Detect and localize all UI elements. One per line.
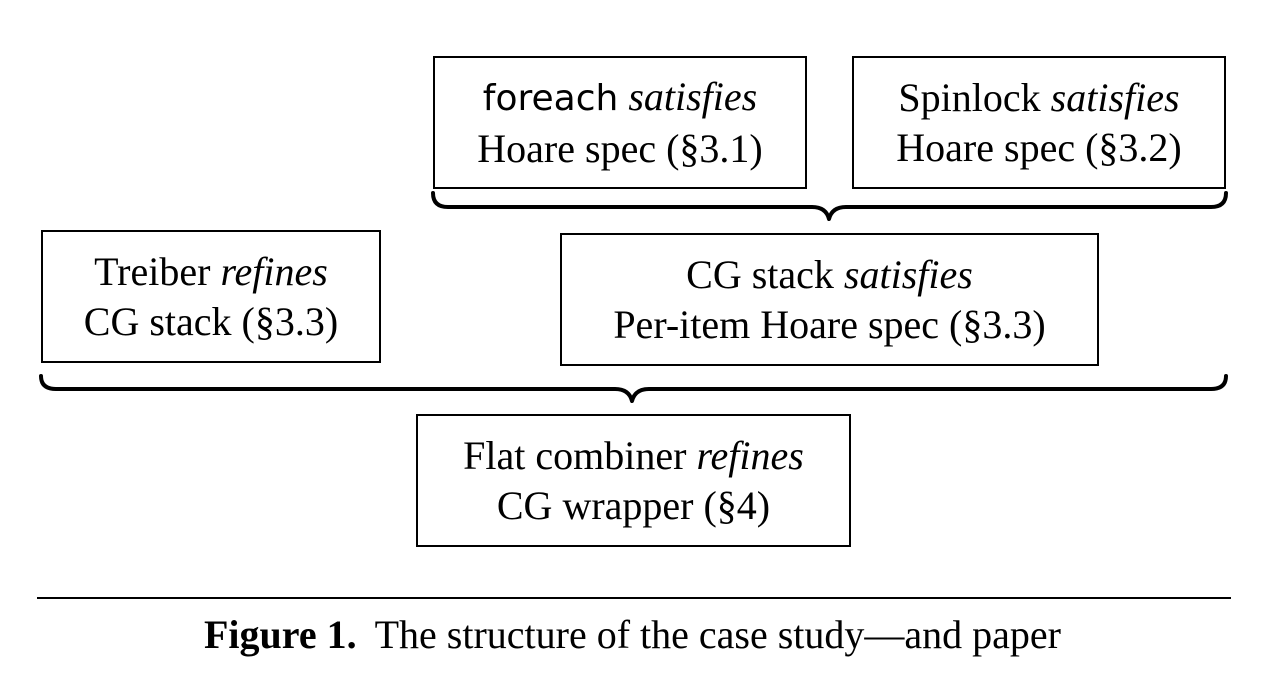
cg-stack-node-subject: CG stack	[686, 251, 834, 297]
flat-combiner-node: Flat combiner refines CG wrapper (§4)	[416, 414, 851, 547]
caption-divider	[37, 597, 1231, 599]
foreach-node: foreach satisfies Hoare spec (§3.1)	[433, 56, 807, 189]
flat-combiner-node-spec: CG wrapper (§4)	[496, 482, 771, 528]
upper-brace	[431, 191, 1228, 221]
treiber-node-spec: CG stack (§3.3)	[83, 298, 339, 344]
foreach-node-subject: foreach	[482, 77, 619, 119]
figure-caption-label: Figure 1.	[204, 612, 357, 657]
treiber-node-relation: refines	[220, 248, 328, 294]
cg-stack-node: CG stack satisfies Per-item Hoare spec (…	[560, 233, 1099, 366]
cg-stack-node-relation: satisfies	[843, 251, 973, 297]
spinlock-node-line1: Spinlock satisfies	[898, 73, 1179, 123]
foreach-node-relation: satisfies	[628, 73, 758, 119]
cg-stack-node-line1: CG stack satisfies	[686, 250, 973, 300]
spinlock-node-relation: satisfies	[1050, 74, 1180, 120]
spinlock-node: Spinlock satisfies Hoare spec (§3.2)	[852, 56, 1226, 189]
treiber-node: Treiber refines CG stack (§3.3)	[41, 230, 381, 363]
lower-brace	[39, 374, 1228, 403]
treiber-node-line1: Treiber refines	[94, 247, 328, 297]
figure-caption: Figure 1. The structure of the case study…	[0, 606, 1265, 664]
cg-stack-node-spec: Per-item Hoare spec (§3.3)	[613, 301, 1046, 347]
flat-combiner-node-subject: Flat combiner	[463, 432, 687, 478]
treiber-node-subject: Treiber	[94, 248, 211, 294]
figure-caption-text: The structure of the case study—and pape…	[374, 612, 1061, 657]
spinlock-node-spec: Hoare spec (§3.2)	[896, 124, 1182, 170]
flat-combiner-node-relation: refines	[696, 432, 804, 478]
spinlock-node-subject: Spinlock	[898, 74, 1041, 120]
flat-combiner-node-line1: Flat combiner refines	[463, 431, 804, 481]
foreach-node-line1: foreach satisfies	[483, 72, 757, 124]
foreach-node-spec: Hoare spec (§3.1)	[477, 125, 763, 171]
